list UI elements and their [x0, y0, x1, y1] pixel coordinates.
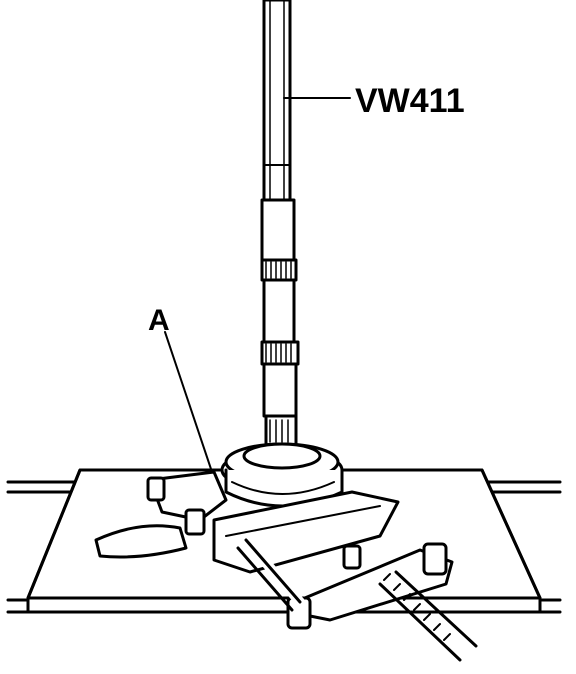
tool-label-vw411: VW411 [355, 82, 465, 120]
tool-shaft [260, 0, 296, 262]
bearing-ring [220, 442, 344, 508]
leader-lines [164, 97, 351, 473]
bolts [146, 476, 478, 662]
part-label-a: A [148, 304, 170, 337]
gear-shaft [260, 258, 300, 464]
